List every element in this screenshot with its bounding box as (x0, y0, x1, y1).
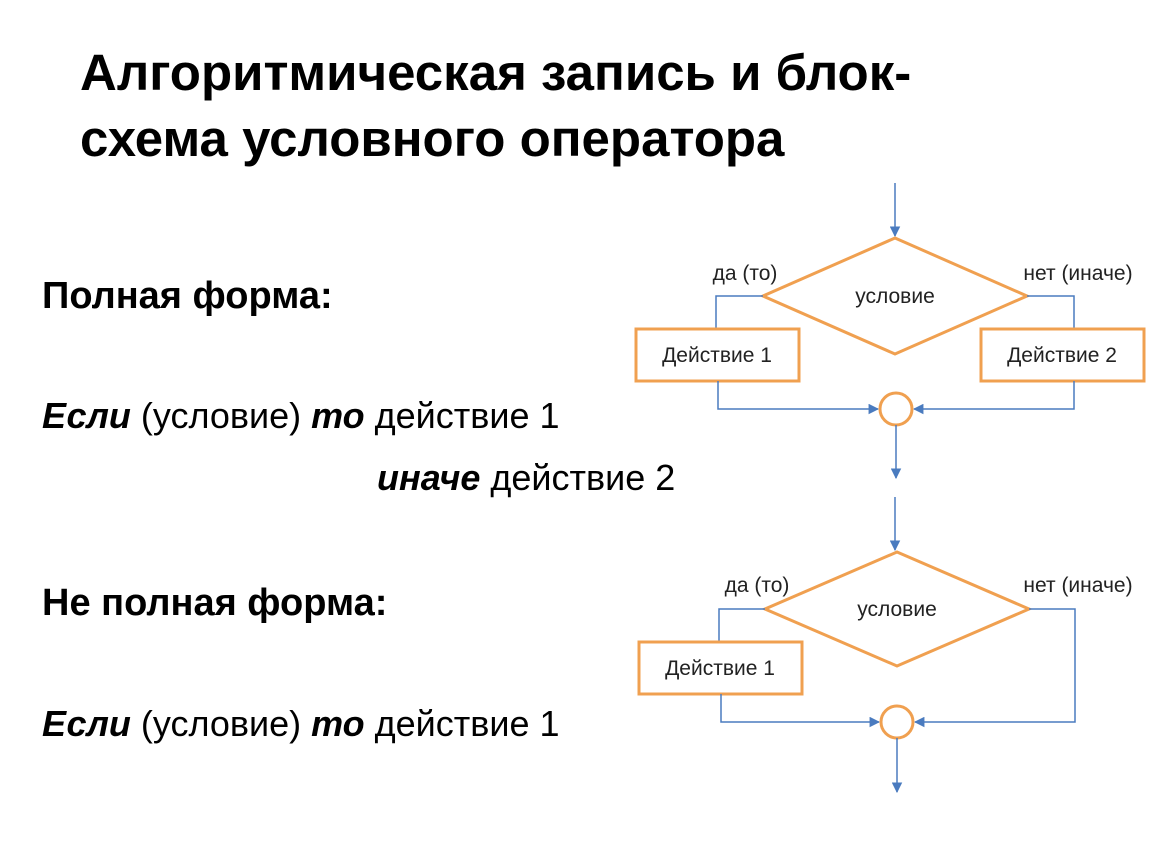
yes-branch-line (718, 608, 765, 642)
merge-arrow-left (720, 694, 881, 728)
condition-label: условие (857, 598, 937, 621)
no-branch-bypass-arrow (913, 608, 1076, 728)
keyword-then: то (311, 703, 365, 744)
yes-branch-line (715, 295, 763, 329)
action-2-box (979, 327, 1146, 383)
action-1-label: Действие 1 (665, 657, 775, 680)
keyword-if: Если (42, 703, 131, 744)
partial-form-line-1: Если (условие) то действие 1 (42, 703, 560, 745)
condition-label: условие (855, 285, 935, 308)
action-1-box (634, 327, 801, 383)
action-2-label: Действие 2 (1007, 344, 1117, 367)
keyword-else: иначе (377, 457, 481, 498)
partial-form-heading: Не полная форма: (42, 582, 388, 624)
action-text: действие 2 (480, 457, 676, 498)
merge-connector (878, 391, 914, 427)
action-text: действие 1 (364, 703, 560, 744)
keyword-if: Если (42, 395, 131, 436)
merge-arrow-right (912, 381, 1075, 415)
no-label: нет (иначе) (1023, 262, 1132, 285)
full-form-line-2: иначе действие 2 (377, 457, 675, 499)
merge-connector (879, 704, 915, 740)
condition-diamond (759, 236, 1031, 356)
action-text: действие 1 (364, 395, 560, 436)
no-label: нет (иначе) (1023, 574, 1132, 597)
partial-form-flowchart: условие да (то) нет (иначе) Действие 1 (637, 497, 1133, 794)
merge-arrow-left (717, 381, 880, 415)
keyword-then: то (311, 395, 365, 436)
condition-text: (условие) (130, 395, 312, 436)
no-branch-line (1027, 295, 1075, 329)
yes-label: да (то) (713, 262, 778, 285)
condition-diamond (761, 550, 1033, 668)
slide-title: Алгоритмическая запись и блок-схема усло… (80, 44, 912, 167)
full-form-heading: Полная форма: (42, 275, 333, 317)
action-1-label: Действие 1 (662, 344, 772, 367)
full-form-line-1: Если (условие) то действие 1 (42, 395, 560, 437)
yes-label: да (то) (725, 574, 790, 597)
full-form-flowchart: условие да (то) нет (иначе) Действие 1 Д… (634, 183, 1146, 480)
condition-text: (условие) (130, 703, 312, 744)
